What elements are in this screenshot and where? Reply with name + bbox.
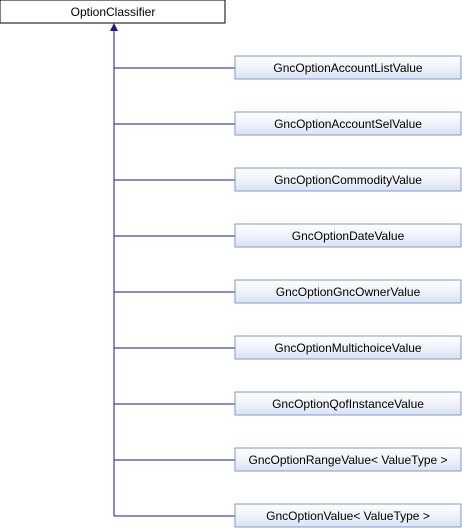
derived-class-7-box xyxy=(234,391,462,416)
derived-class-5-box xyxy=(234,279,462,304)
inheritance-arrowhead xyxy=(110,23,118,31)
derived-class-nodes: GncOptionAccountListValueGncOptionAccoun… xyxy=(234,55,462,528)
derived-class-3-node[interactable]: GncOptionCommodityValue xyxy=(234,167,462,192)
derived-class-6-label: GncOptionMultichoiceValue xyxy=(274,341,422,355)
derived-class-4-box xyxy=(234,223,462,248)
derived-class-3-box xyxy=(234,167,462,192)
derived-class-7-node[interactable]: GncOptionQofInstanceValue xyxy=(234,391,462,416)
derived-class-9-label: GncOptionValue< ValueType > xyxy=(266,509,430,523)
derived-class-4-node[interactable]: GncOptionDateValue xyxy=(234,223,462,248)
base-class-node[interactable]: OptionClassifier xyxy=(0,0,226,24)
derived-class-9-box xyxy=(234,503,462,528)
derived-class-3-label: GncOptionCommodityValue xyxy=(274,173,422,187)
inheritance-connectors xyxy=(110,23,235,517)
base-class-box xyxy=(0,0,226,24)
derived-class-8-node[interactable]: GncOptionRangeValue< ValueType > xyxy=(234,447,462,472)
derived-class-5-label: GncOptionGncOwnerValue xyxy=(276,285,421,299)
derived-class-6-node[interactable]: GncOptionMultichoiceValue xyxy=(234,335,462,360)
derived-class-4-label: GncOptionDateValue xyxy=(292,229,405,243)
derived-class-9-node[interactable]: GncOptionValue< ValueType > xyxy=(234,503,462,528)
derived-class-2-label: GncOptionAccountSelValue xyxy=(274,117,422,131)
derived-class-6-box xyxy=(234,335,462,360)
base-class-label: OptionClassifier xyxy=(71,5,156,19)
derived-class-1-box xyxy=(234,55,462,80)
derived-class-5-node[interactable]: GncOptionGncOwnerValue xyxy=(234,279,462,304)
derived-class-1-label: GncOptionAccountListValue xyxy=(273,61,423,75)
derived-class-1-node[interactable]: GncOptionAccountListValue xyxy=(234,55,462,80)
derived-class-2-box xyxy=(234,111,462,136)
derived-class-2-node[interactable]: GncOptionAccountSelValue xyxy=(234,111,462,136)
derived-class-8-label: GncOptionRangeValue< ValueType > xyxy=(248,453,447,467)
derived-class-8-box xyxy=(234,447,462,472)
derived-class-7-label: GncOptionQofInstanceValue xyxy=(272,397,424,411)
